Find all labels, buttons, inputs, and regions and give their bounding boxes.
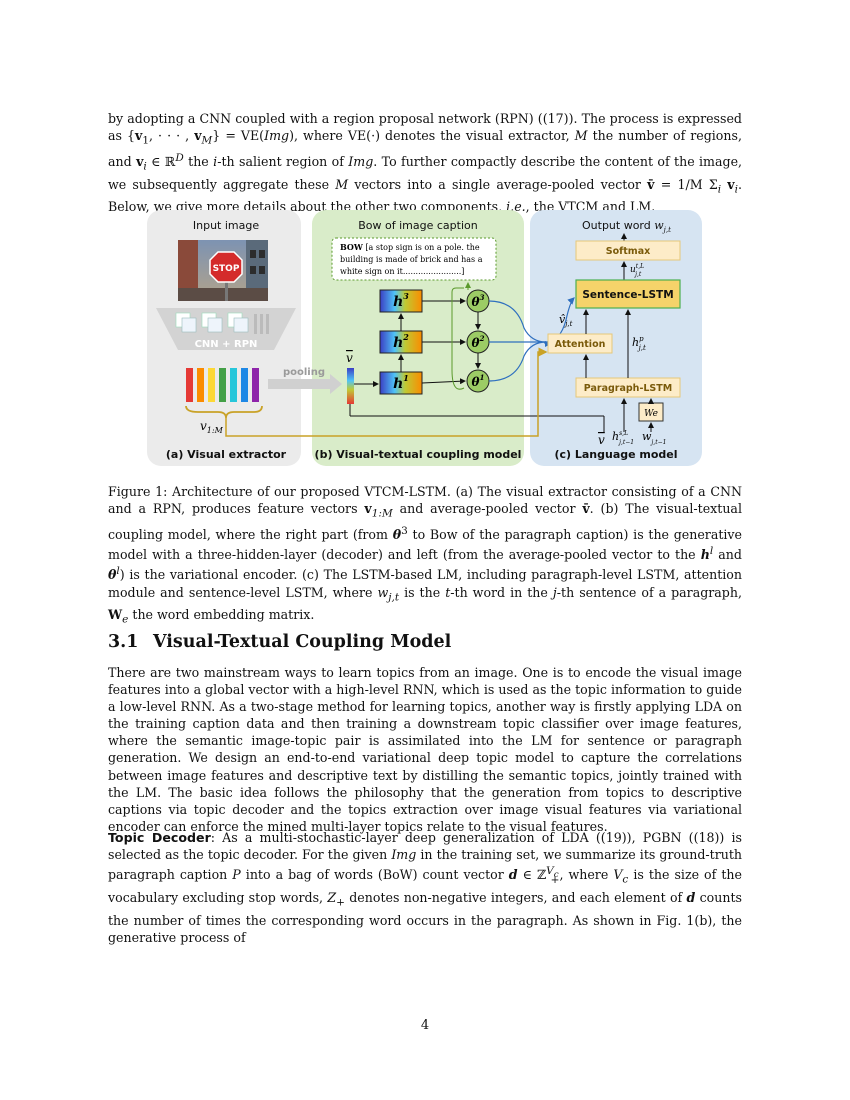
bow-line-2: building is made of brick and has a <box>340 255 483 264</box>
svg-text:h2: h2 <box>393 332 409 351</box>
cnn-rpn-block: CNN + RPN <box>156 308 296 350</box>
stop-sign-icon <box>209 251 243 283</box>
pooling-label: pooling <box>283 367 325 378</box>
svg-text:θ2: θ2 <box>472 334 485 350</box>
svg-text:θ3: θ3 <box>472 293 485 309</box>
feature-bar <box>197 368 204 402</box>
bow-box <box>331 237 497 281</box>
section-title: Visual-Textual Coupling Model <box>153 632 452 652</box>
feature-bar <box>241 368 248 402</box>
sentence-lstm-box <box>575 279 681 309</box>
v-bar-vector <box>347 368 354 404</box>
cnn-rpn-label: CNN + RPN <box>195 339 258 350</box>
svg-text:θ1: θ1 <box>472 373 485 389</box>
intro-paragraph: by adopting a CNN coupled with a region … <box>108 111 743 215</box>
page-number: 4 <box>420 1018 430 1033</box>
decoder-green-arrow <box>451 287 465 390</box>
panel-b-caption: (b) Visual-textual coupling model <box>315 448 522 461</box>
features-to-attention-line <box>225 347 548 437</box>
softmax-box <box>575 240 681 261</box>
output-word-label: Output word wj,t <box>582 219 671 234</box>
v-bar-label: v <box>346 351 353 365</box>
section-heading: 3.1 Visual-Textual Coupling Model <box>108 632 451 652</box>
svg-text:STOP: STOP <box>213 264 240 274</box>
figure-caption: Figure 1: Architecture of our proposed V… <box>108 484 742 626</box>
feature-bar <box>186 368 193 402</box>
bow-line-1: BOW [a stop sign is on a pole. the <box>340 242 480 252</box>
attention-box <box>547 333 613 354</box>
panel-c-caption: (c) Language model <box>554 448 677 461</box>
v-hat-label: v̂j,t <box>559 313 573 328</box>
svg-text:Sentence-LSTM: Sentence-LSTM <box>582 289 673 301</box>
lm-input-v-bar: v <box>598 433 605 447</box>
panel-b-title: Bow of image caption <box>358 219 477 232</box>
feature-bar <box>252 368 259 402</box>
feature-bar <box>208 368 215 402</box>
panel-c-background <box>530 210 702 466</box>
svg-text:h3: h3 <box>393 291 409 310</box>
svg-text:We: We <box>644 409 658 419</box>
input-image: STOP <box>178 240 268 301</box>
lm-input-w: wj,t−1 <box>642 430 666 446</box>
topic-decoder-lead: Topic Decoder <box>108 830 211 845</box>
panel-a-caption: (a) Visual extractor <box>166 448 287 461</box>
bow-line-3: white sign on it.......................] <box>340 267 464 276</box>
v-1-m-label: v1:M <box>200 419 224 435</box>
svg-text:h1: h1 <box>393 373 409 392</box>
panel-a-title: Input image <box>193 219 259 232</box>
feature-bar <box>219 368 226 402</box>
svg-text:Attention: Attention <box>555 339 606 350</box>
feature-bar <box>230 368 237 402</box>
body-paragraph-1: There are two mainstream ways to learn t… <box>108 665 742 834</box>
feature-bars <box>186 368 259 402</box>
section-number: 3.1 <box>108 632 139 652</box>
svg-text:Paragraph-LSTM: Paragraph-LSTM <box>584 383 672 394</box>
body-paragraph-2: Topic Decoder: As a multi-stochastic-lay… <box>108 830 742 945</box>
architecture-figure: Input image STOP CNN + RPN v1:M pooling … <box>147 210 702 466</box>
pooling-arrow <box>268 374 342 394</box>
svg-text:Softmax: Softmax <box>606 246 650 257</box>
theta-to-lm-arrows <box>488 300 547 343</box>
